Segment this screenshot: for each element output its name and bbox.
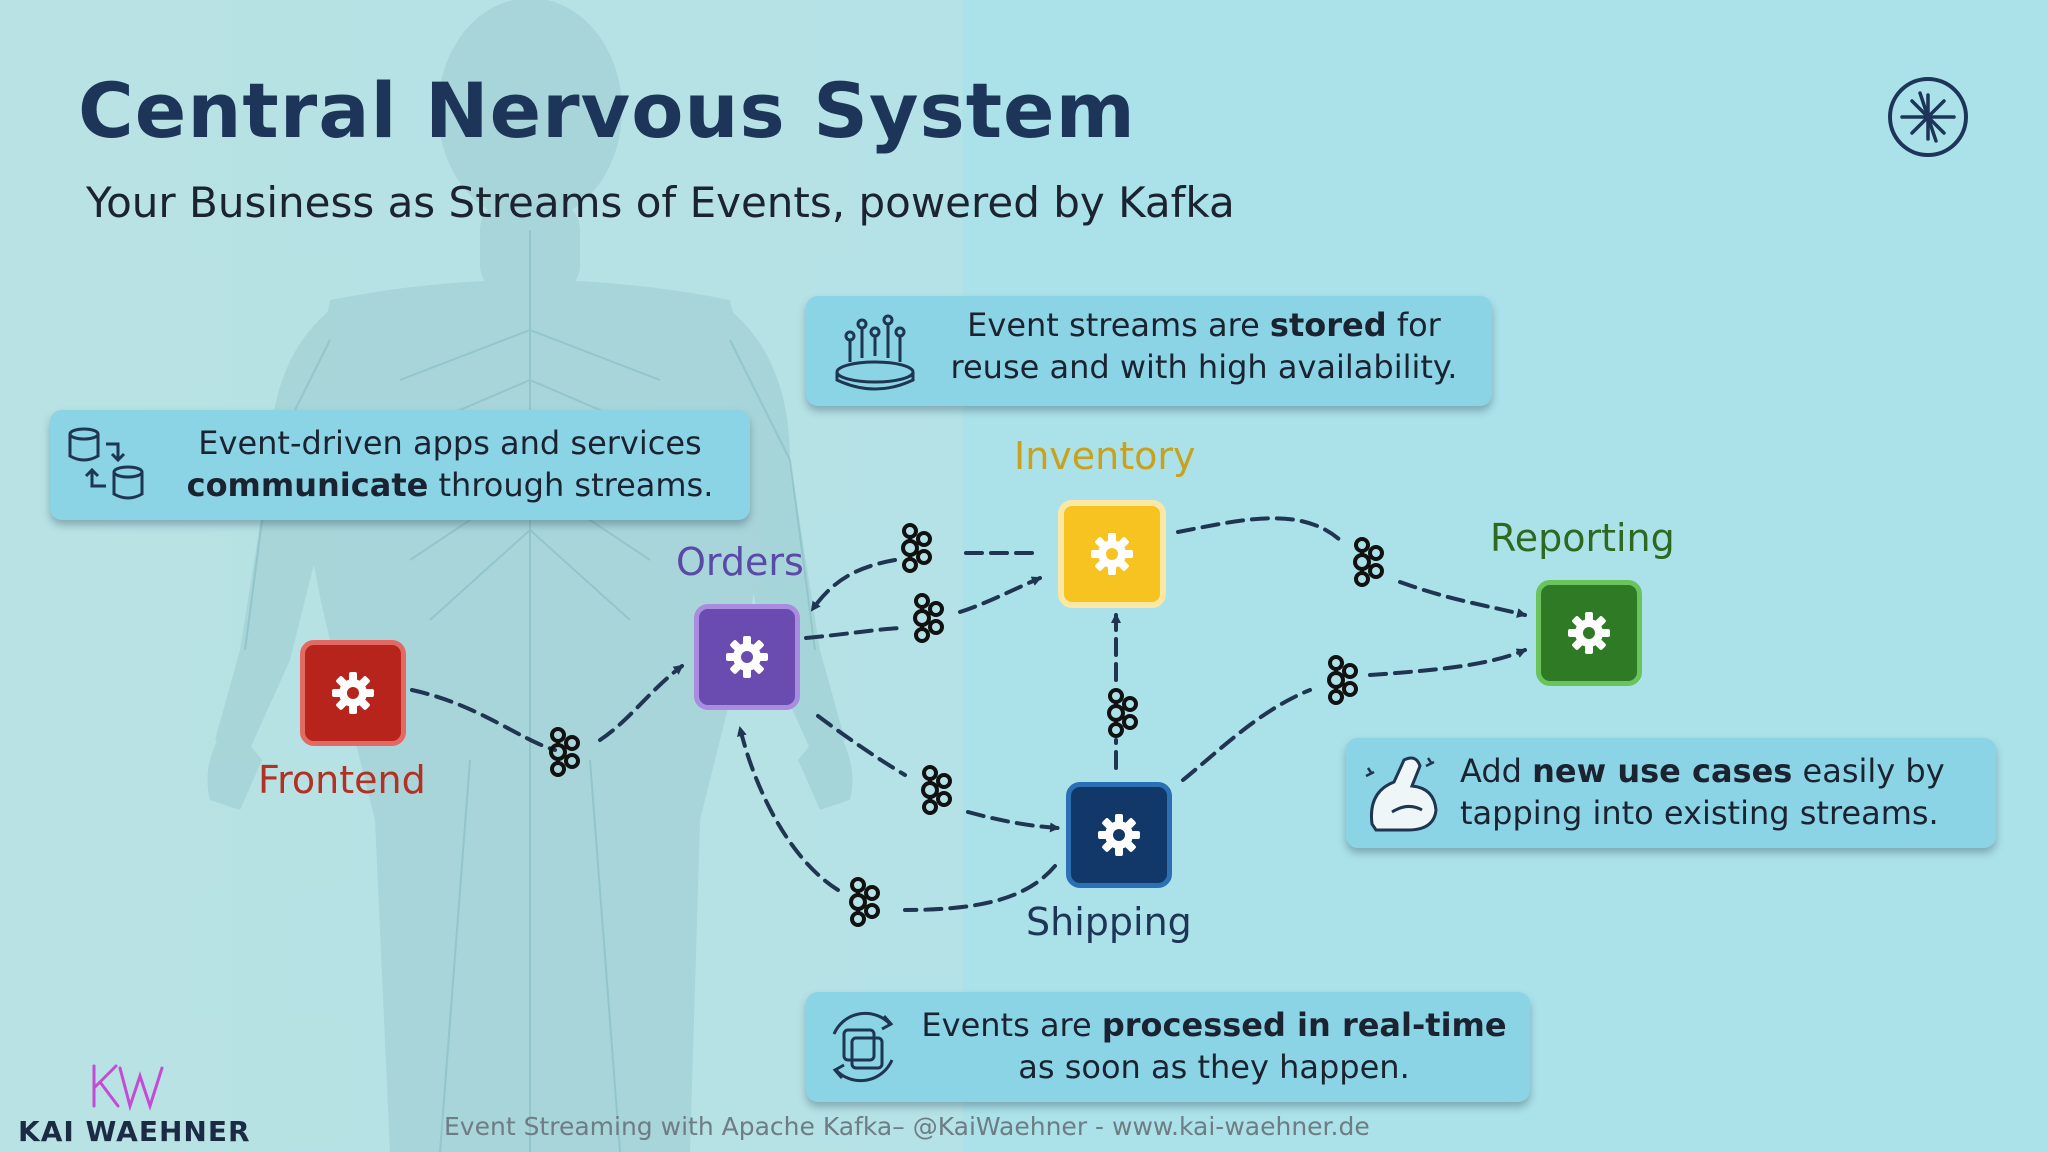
shipping-node[interactable] [1066,782,1172,888]
callout-processed: Events are processed in real-time as soo… [806,992,1530,1102]
gear-icon [1098,814,1140,856]
callout-communicate-bold: communicate [186,466,429,504]
database-exchange-icon [68,427,144,500]
callout-communicate: Event-driven apps and services communica… [50,410,750,520]
orders-node[interactable] [694,604,800,710]
inventory-node[interactable] [1058,500,1166,608]
kafka-icon [549,727,580,777]
arrow-inventory-to-orders [812,551,1034,610]
gear-icon [1091,533,1133,575]
kafka-icons [549,523,1384,927]
reporting-node[interactable] [1536,580,1642,686]
callout-communicate-pre: Event-driven apps and services [198,424,702,462]
kafka-icon [849,877,880,927]
arrow-shipping-to-reporting [1181,650,1525,782]
kafka-icon [913,593,944,643]
frontend-node[interactable] [300,640,406,746]
arrow-frontend-to-orders [410,666,682,752]
kafka-icon [901,523,932,573]
gear-icon [726,636,768,678]
callout-processed-pre: Events are [921,1006,1092,1044]
arrow-shipping-to-orders [740,728,1057,912]
callout-new-use-cases: Add new use cases easily by tapping into… [1346,738,1996,848]
confluent-star-icon [1888,77,1968,157]
callout-stored-pre: Event streams are [967,306,1260,344]
storage-platter-icon [835,314,915,391]
orders-label: Orders [676,540,804,584]
flexed-arm-icon [1365,756,1438,832]
callout-processed-bold: processed in real-time [1101,1006,1507,1044]
arrow-orders-to-inventory [804,578,1040,640]
callout-new-use-cases-post: easily by tapping into existing streams. [1460,752,1945,832]
kafka-icon [921,765,952,815]
shipping-label: Shipping [1026,900,1192,944]
callout-stored-post: for reuse and with high availability. [950,306,1458,386]
page-subtitle: Your Business as Streams of Events, powe… [86,178,1235,227]
footer-text: Event Streaming with Apache Kafka– @KaiW… [444,1112,1370,1141]
kw-monogram-logo [92,1064,164,1112]
gear-icon [332,672,374,714]
gear-icon [1568,612,1610,654]
reporting-label: Reporting [1490,516,1675,560]
callout-stored-bold: stored [1269,306,1387,344]
callout-stored: Event streams are stored for reuse and w… [806,296,1492,406]
kafka-icon [1327,655,1358,705]
inventory-label: Inventory [1014,434,1196,478]
kafka-icon [1353,537,1384,587]
callout-new-use-cases-pre: Add [1460,752,1522,790]
callout-new-use-cases-bold: new use cases [1532,752,1793,790]
kafka-icon [1107,688,1138,738]
arrow-inventory-to-reporting [1176,516,1525,615]
frontend-label: Frontend [258,758,426,802]
callout-communicate-post: through streams. [438,466,714,504]
realtime-processing-icon [832,1011,894,1083]
brand-name: KAI WAEHNER [18,1115,251,1148]
page-title: Central Nervous System [78,66,1136,155]
arrow-orders-to-shipping [816,714,1058,828]
callout-processed-post: as soon as they happen. [1018,1048,1410,1086]
